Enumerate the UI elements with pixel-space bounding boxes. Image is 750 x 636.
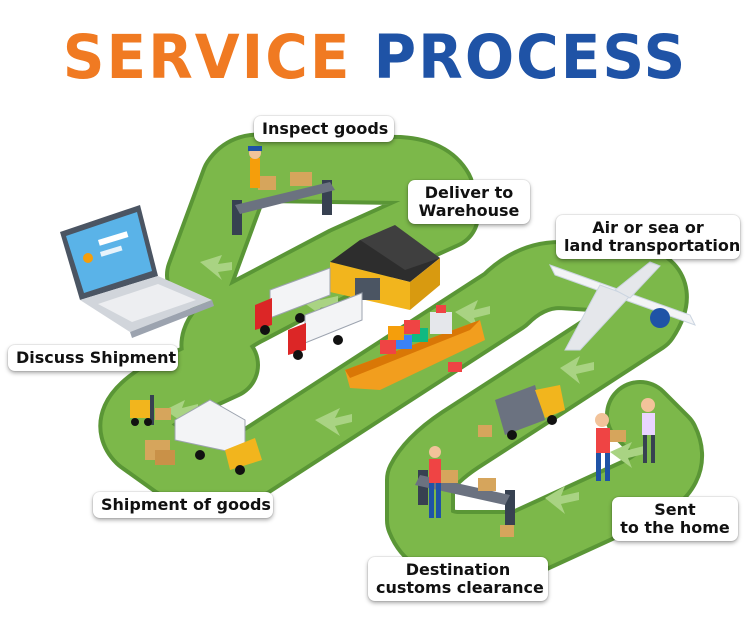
laptop-icon: [60, 205, 214, 338]
ship-icon: [345, 305, 485, 390]
page-title: SERVICE PROCESS: [0, 21, 750, 93]
step-deliver-line1: Deliver to: [424, 183, 514, 202]
step-discuss-shipment: Discuss Shipment: [8, 345, 178, 371]
step-transport-line2: land transportation: [564, 236, 741, 255]
title-process: PROCESS: [373, 21, 688, 93]
arrow-icon: [200, 255, 232, 280]
step-customs-line1: Destination: [405, 560, 511, 579]
step-customs-line2: customs clearance: [376, 578, 544, 597]
step-sent-home: Sent to the home: [612, 497, 738, 541]
title-service: SERVICE: [62, 21, 352, 93]
step-deliver-line2: Warehouse: [418, 201, 520, 220]
forklift-icon: [130, 395, 175, 465]
arrow-icon: [455, 300, 490, 328]
customs-conveyor-icon: [415, 446, 515, 537]
step-transport-line1: Air or sea or: [592, 218, 704, 237]
step-shipment-of-goods: Shipment of goods: [93, 492, 273, 518]
arrow-icon: [545, 486, 579, 514]
airplane-icon: [548, 261, 697, 351]
step-inspect-line1: Inspect goods: [262, 119, 389, 138]
step-deliver-warehouse: Deliver to Warehouse: [408, 180, 530, 224]
truck-icon: [288, 292, 363, 360]
arrow-icon: [165, 400, 198, 424]
road-path: [98, 132, 704, 580]
customer-icon: [641, 398, 655, 463]
step-shipment-line1: Shipment of goods: [101, 495, 271, 514]
step-discuss-line1: Discuss Shipment: [16, 348, 177, 367]
truck-icon: [174, 399, 262, 475]
truck-icon: [255, 267, 331, 335]
step-inspect-goods: Inspect goods: [254, 116, 394, 142]
step-sent-line1: Sent: [654, 500, 696, 519]
step-transportation: Air or sea or land transportation: [556, 215, 740, 259]
conveyor-icon: [232, 146, 335, 235]
delivery-van-icon: [478, 385, 565, 440]
arrow-icon: [315, 408, 352, 436]
warehouse-icon: [330, 225, 440, 310]
arrow-icon: [610, 442, 644, 468]
arrow-icon: [560, 356, 594, 384]
courier-icon: [595, 413, 626, 481]
step-customs-clearance: Destination customs clearance: [368, 557, 548, 601]
step-sent-line2: to the home: [620, 518, 730, 537]
